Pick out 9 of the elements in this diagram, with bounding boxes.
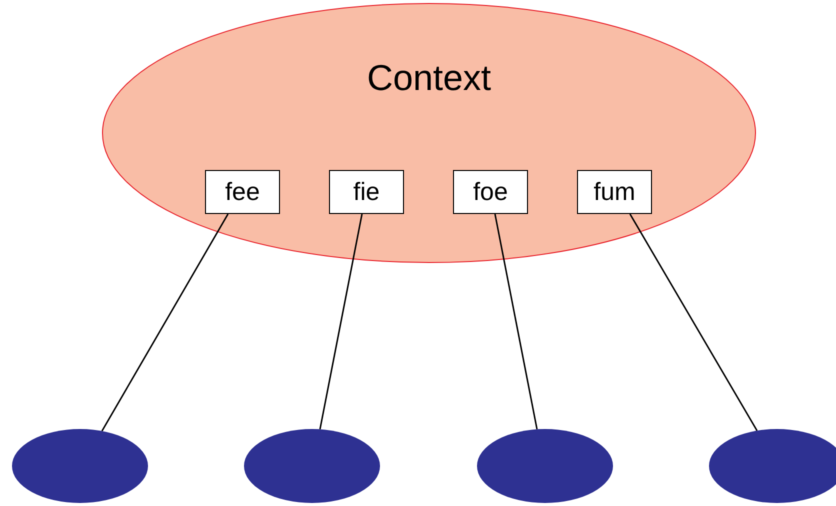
label-box: fie <box>329 170 404 214</box>
connector-line <box>101 214 229 432</box>
context-title: Context <box>366 57 492 98</box>
connector-line <box>494 214 538 430</box>
label-box: fee <box>205 170 280 214</box>
connector-line <box>319 214 363 430</box>
label-box: foe <box>453 170 528 214</box>
label-box: fum <box>577 170 652 214</box>
connector-line <box>629 214 758 432</box>
